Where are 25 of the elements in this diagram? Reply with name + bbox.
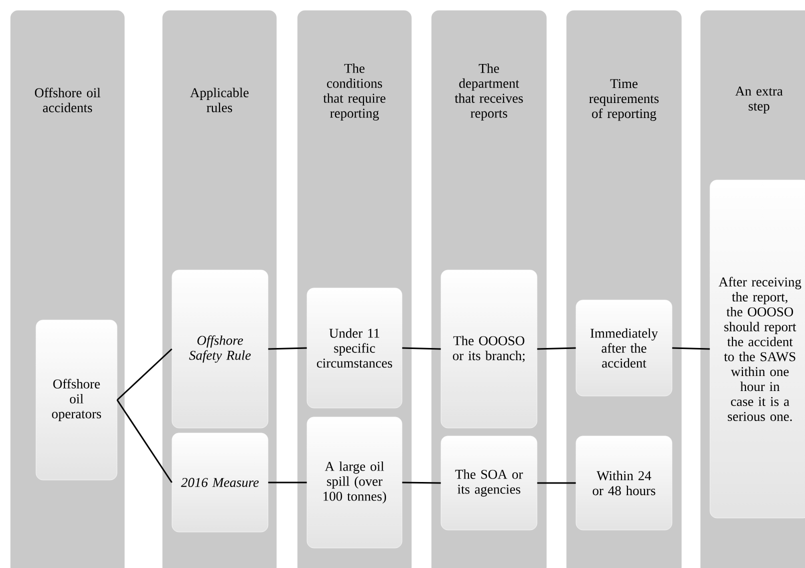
connector-line xyxy=(402,347,441,350)
column-heading: The conditions that require reporting xyxy=(323,63,386,121)
column-heading: The department that receives reports xyxy=(454,63,523,120)
text-box: Under 11 specific circumstances xyxy=(306,288,402,408)
column-heading: An extra step xyxy=(735,86,783,114)
connector-line xyxy=(537,482,576,484)
connector-line xyxy=(116,400,172,483)
text-box: The SOA or its agencies xyxy=(440,436,538,530)
column-heading: Applicable rules xyxy=(190,88,249,112)
text-box: Immediately after the accident xyxy=(576,300,672,396)
text-box: Within 24 or 48 hours xyxy=(576,436,672,530)
text-box: The OOOSO or its branch; xyxy=(440,270,538,428)
column-heading: Time requirements of reporting xyxy=(589,79,659,121)
connector-line xyxy=(537,347,576,350)
connector-line xyxy=(672,347,710,350)
text-box: 2016 Measure xyxy=(172,432,268,532)
connector-line xyxy=(402,482,441,484)
text-box: After receiving the report, the OOOSO should report the accident to the SAWS within one hour in case it is a serious one. xyxy=(710,180,805,518)
text-box: Offshore Safety Rule xyxy=(172,270,268,428)
text-box: Offshore oil operators xyxy=(36,320,118,480)
text-box: A large oil spill (over 100 tonnes) xyxy=(306,416,402,548)
column-heading: Offshore oil accidents xyxy=(34,88,100,112)
connector-line xyxy=(268,482,307,484)
connector-line xyxy=(116,348,172,401)
connector-line xyxy=(268,347,307,350)
